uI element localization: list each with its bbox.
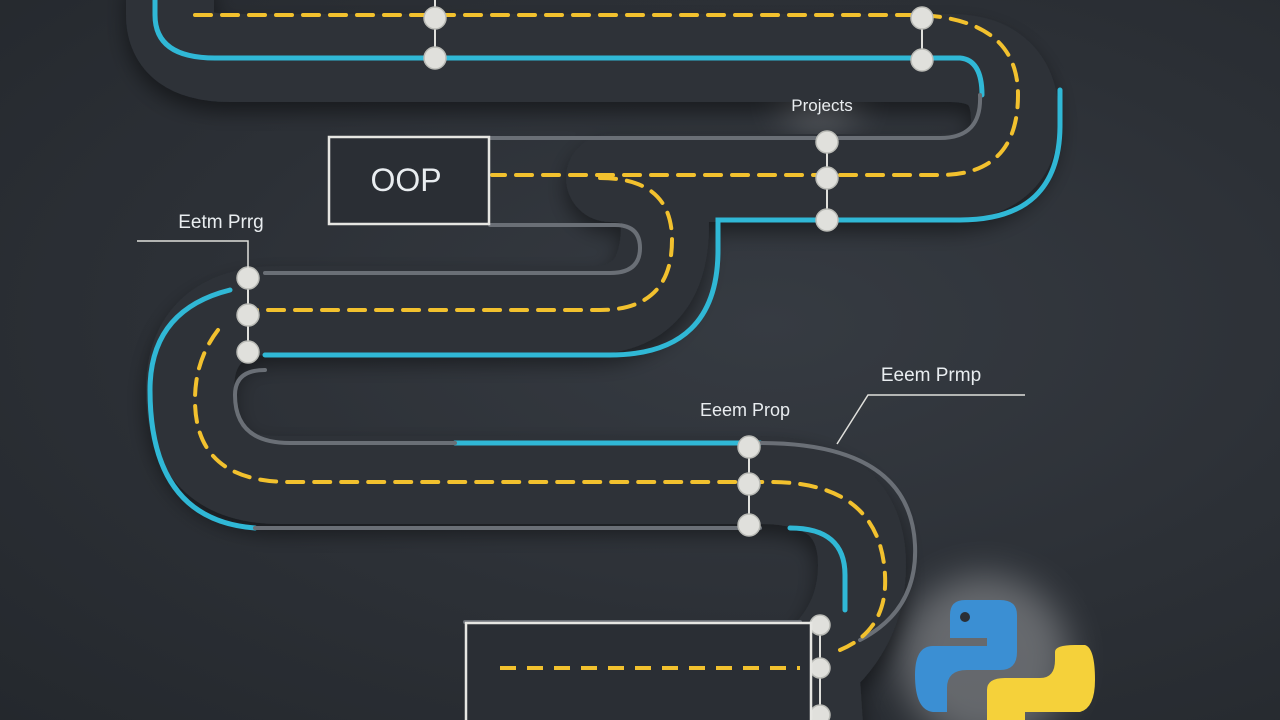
node xyxy=(910,48,934,72)
node xyxy=(423,46,447,70)
road-edge-blue xyxy=(147,0,1063,613)
node xyxy=(809,704,831,720)
node xyxy=(815,166,839,190)
left-label: Eetm Prrg xyxy=(178,212,264,233)
node xyxy=(236,340,260,364)
node xyxy=(815,208,839,232)
node xyxy=(737,435,761,459)
node xyxy=(809,614,831,636)
middle-label: Eeem Prop xyxy=(700,400,790,420)
projects-label: Projects xyxy=(791,96,852,115)
right-label-leader xyxy=(836,394,1025,445)
left-label-leader xyxy=(137,240,249,278)
oop-box: OOP xyxy=(327,135,491,226)
road xyxy=(126,0,1059,720)
node xyxy=(737,513,761,537)
right-label: Eeem Prmp xyxy=(881,365,981,386)
python-logo-icon xyxy=(915,600,1095,720)
node xyxy=(423,6,447,30)
node xyxy=(815,130,839,154)
bottom-box xyxy=(464,621,813,720)
node xyxy=(236,303,260,327)
node xyxy=(737,472,761,496)
node xyxy=(910,6,934,30)
node xyxy=(809,657,831,679)
oop-label: OOP xyxy=(370,162,441,198)
